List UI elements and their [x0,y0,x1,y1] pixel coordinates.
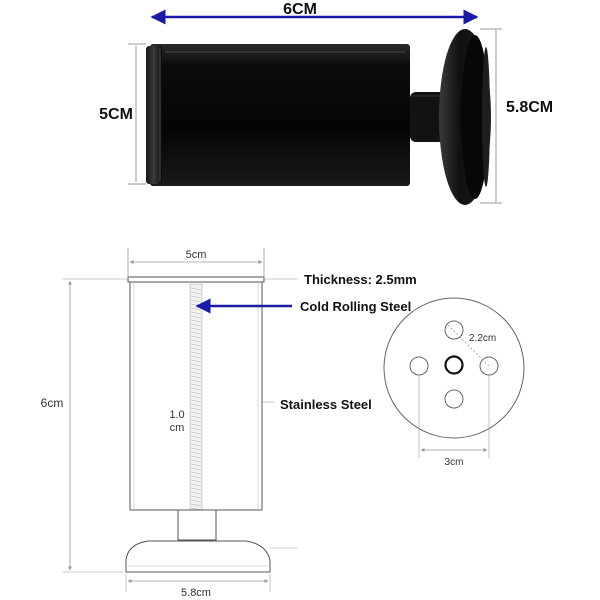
thread-line [190,487,202,491]
screw-hole-top [444,320,464,340]
thread-line [190,351,202,355]
hole-label: 2.2cm [469,333,496,344]
thread-line [190,387,202,391]
thread-line [190,363,202,367]
thread-line [190,411,202,415]
leg-cylinder [150,44,410,186]
thread-line [190,355,202,359]
thread-line [190,407,202,411]
base-label: 5.8CM [506,99,553,116]
thread-line [190,459,202,463]
thread-line [190,335,202,339]
thread-diameter-value: 1.0 [169,409,184,421]
thread-line [190,503,202,507]
thread-line [190,315,202,319]
thread-line [190,499,202,503]
thread-line [190,295,202,299]
thread-line [190,467,202,471]
thread-line [190,403,202,407]
thread-line [190,455,202,459]
thread-line [190,287,202,291]
screw-hole-left [409,356,429,376]
thread-line [190,367,202,371]
thread-line [190,415,202,419]
thread-line [190,435,202,439]
thread-diameter-unit: cm [170,422,185,434]
thread-line [190,371,202,375]
thread-line [190,491,202,495]
thread-line [190,439,202,443]
thread-line [190,479,202,483]
hole-spacing-label: 3cm [445,457,464,468]
thread-line [190,327,202,331]
thread-line [190,419,202,423]
thread-line [190,319,202,323]
height-label: 5CM [99,106,133,123]
drawing-foot [125,540,271,573]
thread-line [190,347,202,351]
leg-cylinder-rim [146,46,162,184]
thread-line [190,391,202,395]
screw-hole-bottom [444,389,464,409]
thickness-label: Thickness: 2.5mm [304,272,417,287]
thread-line [190,375,202,379]
bottom-view: 2.2cm 3cm [383,297,525,468]
thread-line [190,331,202,335]
base-width-label: 5.8cm [181,587,211,599]
top-width-label: 5cm [186,249,207,261]
drawing-cylinder-cap [127,276,265,283]
thread-line [190,291,202,295]
thread-line [190,343,202,347]
thread-line [190,427,202,431]
thread-line [190,323,202,327]
drawing-neck [177,509,217,541]
drawing-height-label: 6cm [41,396,64,410]
leg-photo: 6CM 5CM 5.8CM [99,1,553,205]
thread-line [190,495,202,499]
thread-line [190,475,202,479]
thread-line [190,399,202,403]
thread-line [190,423,202,427]
thread-line [190,483,202,487]
thread-line [190,383,202,387]
stainless-label: Stainless Steel [280,397,372,412]
center-hole [444,355,464,375]
cold-rolling-label: Cold Rolling Steel [300,299,411,314]
thread-line [190,443,202,447]
hole-diagonal-line [447,324,490,367]
thread-line [190,359,202,363]
leg-technical-drawing: 5cm 1.0 cm 6cm 5.8cm Thickness: 2.5mm [41,248,417,599]
width-label: 6CM [283,1,317,18]
thread-line [190,463,202,467]
thread-line [190,451,202,455]
thread-line [190,431,202,435]
thread-line [190,339,202,343]
thread-line [190,395,202,399]
thread-line [190,447,202,451]
thread-line [190,471,202,475]
thread-line [190,379,202,383]
